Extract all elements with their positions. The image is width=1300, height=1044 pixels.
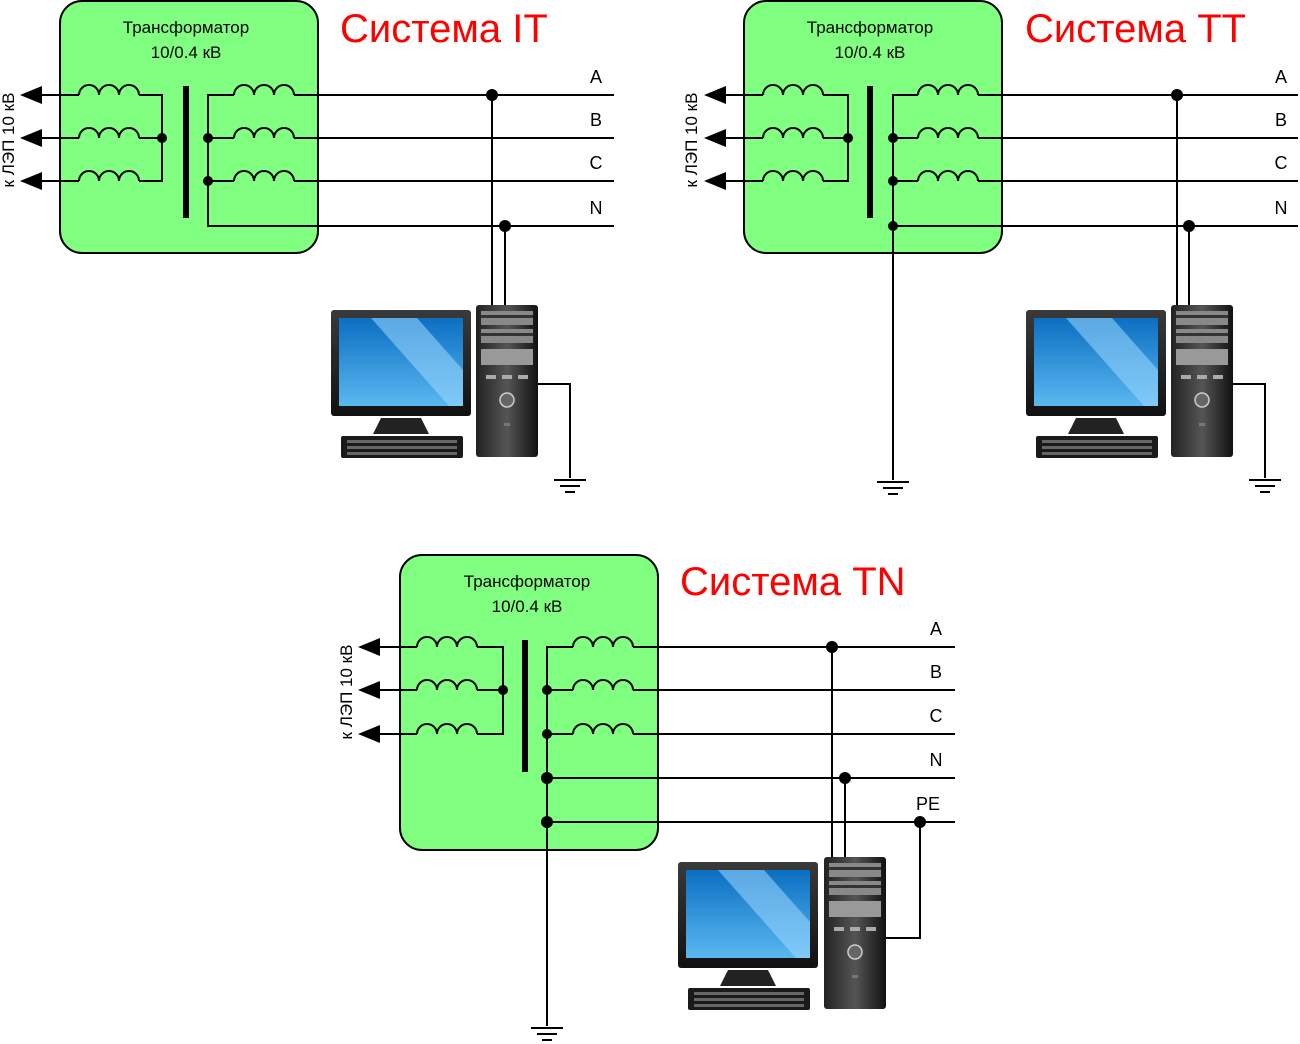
computer-monitor-icon [678, 862, 818, 1010]
arrow-left-icon [20, 172, 42, 190]
computer-monitor-icon [1026, 310, 1166, 458]
arrow-left-icon [704, 172, 726, 190]
phase-label-n-tn: N [930, 750, 943, 770]
phase-label-c-tt: C [1275, 153, 1288, 173]
computer-tower-icon [1170, 304, 1234, 458]
arrow-left-icon [20, 86, 42, 104]
computer-tower-icon [823, 856, 887, 1010]
arrow-left-icon [358, 725, 380, 743]
phase-label-n-tt: N [1275, 198, 1288, 218]
arrow-left-icon [358, 638, 380, 656]
arrow-left-icon [20, 129, 42, 147]
ground-icon [553, 479, 587, 493]
arrow-left-icon [704, 86, 726, 104]
transformer-rating-tt: 10/0.4 кВ [835, 43, 906, 62]
phase-label-pe-tn: PE [916, 794, 940, 814]
computer-tower-icon [475, 304, 539, 458]
transformer-rating-tn: 10/0.4 кВ [492, 597, 563, 616]
system-tt: Трансформатор 10/0.4 кВ Система TT к ЛЭП… [682, 0, 1298, 495]
transformer-label-tt: Трансформатор [807, 18, 933, 37]
phase-label-c-tn: C [930, 706, 943, 726]
arrow-left-icon [704, 129, 726, 147]
phase-label-n-it: N [590, 198, 603, 218]
phase-label-b-tt: B [1275, 110, 1287, 130]
phase-label-a-tn: A [930, 619, 942, 639]
system-title-tn: Система TN [680, 560, 906, 604]
arrow-left-icon [358, 681, 380, 699]
transformer-box-tn [399, 554, 659, 851]
ground-icon [876, 481, 910, 495]
ground-icon [530, 1027, 564, 1041]
transformer-label-it: Трансформатор [123, 18, 249, 37]
feed-label-it: к ЛЭП 10 кВ [0, 93, 18, 188]
phase-label-a-it: A [590, 67, 602, 87]
phase-label-b-it: B [590, 110, 602, 130]
system-tn: Трансформатор 10/0.4 кВ Система TN к ЛЭП… [337, 554, 955, 1041]
transformer-rating-it: 10/0.4 кВ [151, 43, 222, 62]
phase-label-b-tn: B [930, 662, 942, 682]
phase-label-a-tt: A [1275, 67, 1287, 87]
phase-label-c-it: C [590, 153, 603, 173]
system-title-it: Система IT [340, 7, 548, 51]
feed-label-tn: к ЛЭП 10 кВ [337, 645, 356, 740]
feed-label-tt: к ЛЭП 10 кВ [682, 93, 701, 188]
computer-monitor-icon [331, 310, 471, 458]
ground-icon [1248, 479, 1282, 493]
system-title-tt: Система TT [1025, 7, 1246, 51]
system-it: Трансформатор 10/0.4 кВ Система IT к ЛЭП… [0, 0, 614, 493]
transformer-label-tn: Трансформатор [464, 572, 590, 591]
